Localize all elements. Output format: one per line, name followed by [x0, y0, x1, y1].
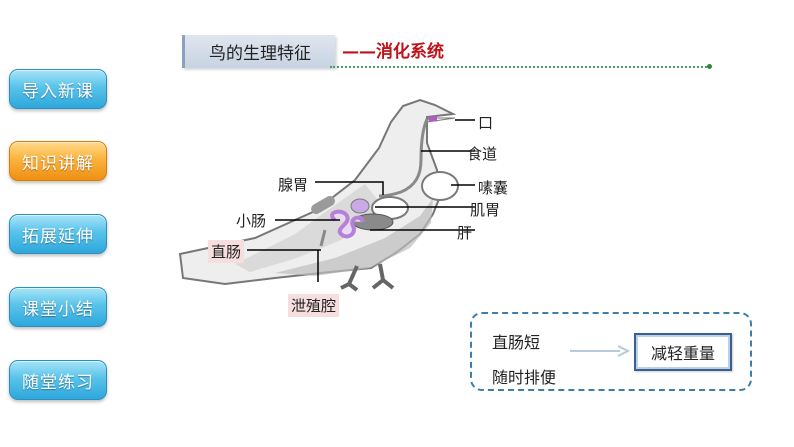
- kidney-shape: [311, 196, 335, 214]
- rectum-tube: [319, 229, 327, 247]
- label-small-intestine: 小肠: [236, 212, 267, 230]
- bird-digestive-diagram: [178, 98, 475, 292]
- label-liver: 肝: [457, 224, 473, 242]
- bird-leg-right: [371, 263, 395, 290]
- label-gizzard: 肌胃: [470, 201, 501, 219]
- label-crop: 嗉囊: [478, 179, 509, 197]
- esophagus-tube: [378, 118, 429, 198]
- label-esophagus: 食道: [467, 145, 498, 163]
- nav-item-extension[interactable]: 拓展延伸: [9, 214, 107, 254]
- bird-back-shadow: [275, 198, 433, 276]
- summary-line-frequent-excretion: 随时排便: [492, 368, 557, 387]
- result-reduce-weight: 减轻重量: [634, 333, 732, 371]
- small-intestine-coil: [330, 209, 365, 239]
- summary-line-short-rectum: 直肠短: [492, 333, 541, 352]
- label-mouth: 口: [478, 114, 494, 132]
- nav-item-intro[interactable]: 导入新课: [9, 69, 107, 109]
- page-title: 鸟的生理特征: [182, 35, 335, 68]
- label-rectum: 直肠: [208, 240, 245, 263]
- nav-item-knowledge[interactable]: 知识讲解: [9, 141, 107, 181]
- bird-leg-left: [340, 265, 359, 292]
- header-divider: [330, 66, 710, 68]
- nav-item-summary[interactable]: 课堂小结: [9, 287, 107, 327]
- crop-organ: [421, 171, 459, 201]
- header-divider-dot: [707, 64, 712, 69]
- label-cloaca: 泄殖腔: [288, 294, 340, 317]
- label-glandular-stomach: 腺胃: [278, 176, 309, 194]
- nav-item-practice[interactable]: 随堂练习: [9, 360, 107, 400]
- section-subtitle: ——消化系统: [342, 42, 444, 62]
- arrow-right-icon: [570, 345, 630, 357]
- glandular-stomach-organ: [350, 198, 370, 214]
- leader-glandular-stomach: [315, 181, 384, 195]
